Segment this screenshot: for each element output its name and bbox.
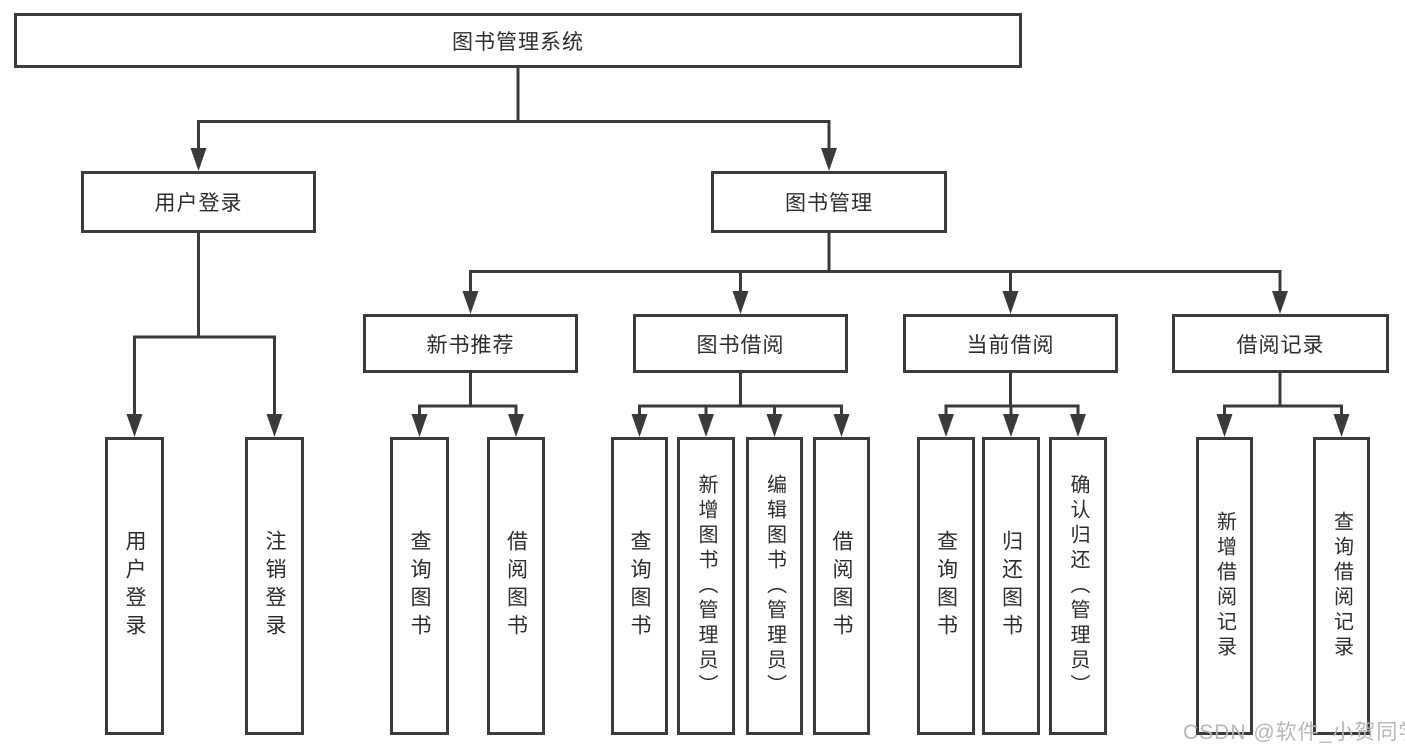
- leaf-logout: 注销登录: [245, 437, 304, 735]
- leaf-query-book-current: 查询图书: [917, 437, 975, 735]
- node-label: 注销登录: [263, 530, 286, 642]
- node-label: 新增借阅记录: [1213, 511, 1236, 661]
- node-borrow-records: 借阅记录: [1172, 314, 1389, 373]
- node-label: 查询借阅记录: [1330, 511, 1353, 661]
- node-label: 新增图书（管理员）: [695, 473, 717, 699]
- leaf-borrow-book-recommend: 借阅图书: [487, 437, 545, 735]
- node-book-management: 图书管理: [711, 171, 947, 233]
- arrowheads: [126, 148, 1350, 437]
- leaf-confirm-return-admin: 确认归还（管理员）: [1049, 437, 1107, 735]
- node-label: 查询图书: [408, 530, 431, 642]
- node-label: 当前借阅: [966, 333, 1055, 357]
- node-user-login: 用户登录: [81, 171, 316, 233]
- node-label: 归还图书: [999, 530, 1023, 642]
- node-library-management-system: 图书管理系统: [14, 13, 1022, 68]
- leaf-return-book: 归还图书: [982, 437, 1040, 735]
- leaf-user-login: 用户登录: [105, 437, 164, 735]
- watermark: CSDN @软件_小贺同学: [1183, 721, 1405, 744]
- node-label: 用户登录: [123, 530, 146, 642]
- node-label: 借阅图书: [830, 530, 853, 642]
- node-current-borrow: 当前借阅: [903, 314, 1118, 373]
- leaf-query-borrow-record: 查询借阅记录: [1313, 437, 1370, 735]
- node-label: 图书借阅: [696, 333, 785, 357]
- node-label: 图书管理: [785, 192, 873, 215]
- node-new-book-recommend: 新书推荐: [363, 314, 578, 373]
- node-label: 用户登录: [154, 192, 243, 215]
- node-label: 查询图书: [628, 530, 651, 642]
- leaf-borrow-book: 借阅图书: [813, 437, 870, 735]
- leaf-edit-book-admin: 编辑图书（管理员）: [746, 437, 803, 735]
- node-label: 新书推荐: [426, 333, 515, 357]
- node-label: 借阅记录: [1236, 333, 1325, 357]
- leaf-add-borrow-record: 新增借阅记录: [1196, 437, 1253, 735]
- node-label: 借阅图书: [504, 530, 528, 642]
- node-book-borrow: 图书借阅: [633, 314, 848, 373]
- leaf-query-book-recommend: 查询图书: [390, 437, 449, 735]
- leaf-add-book-admin: 新增图书（管理员）: [677, 437, 735, 735]
- leaf-query-book-borrow: 查询图书: [611, 437, 668, 735]
- node-label: 查询图书: [934, 530, 958, 642]
- node-label: 编辑图书（管理员）: [763, 473, 786, 699]
- node-label: 图书管理系统: [452, 30, 584, 54]
- node-label: 确认归还（管理员）: [1067, 473, 1089, 699]
